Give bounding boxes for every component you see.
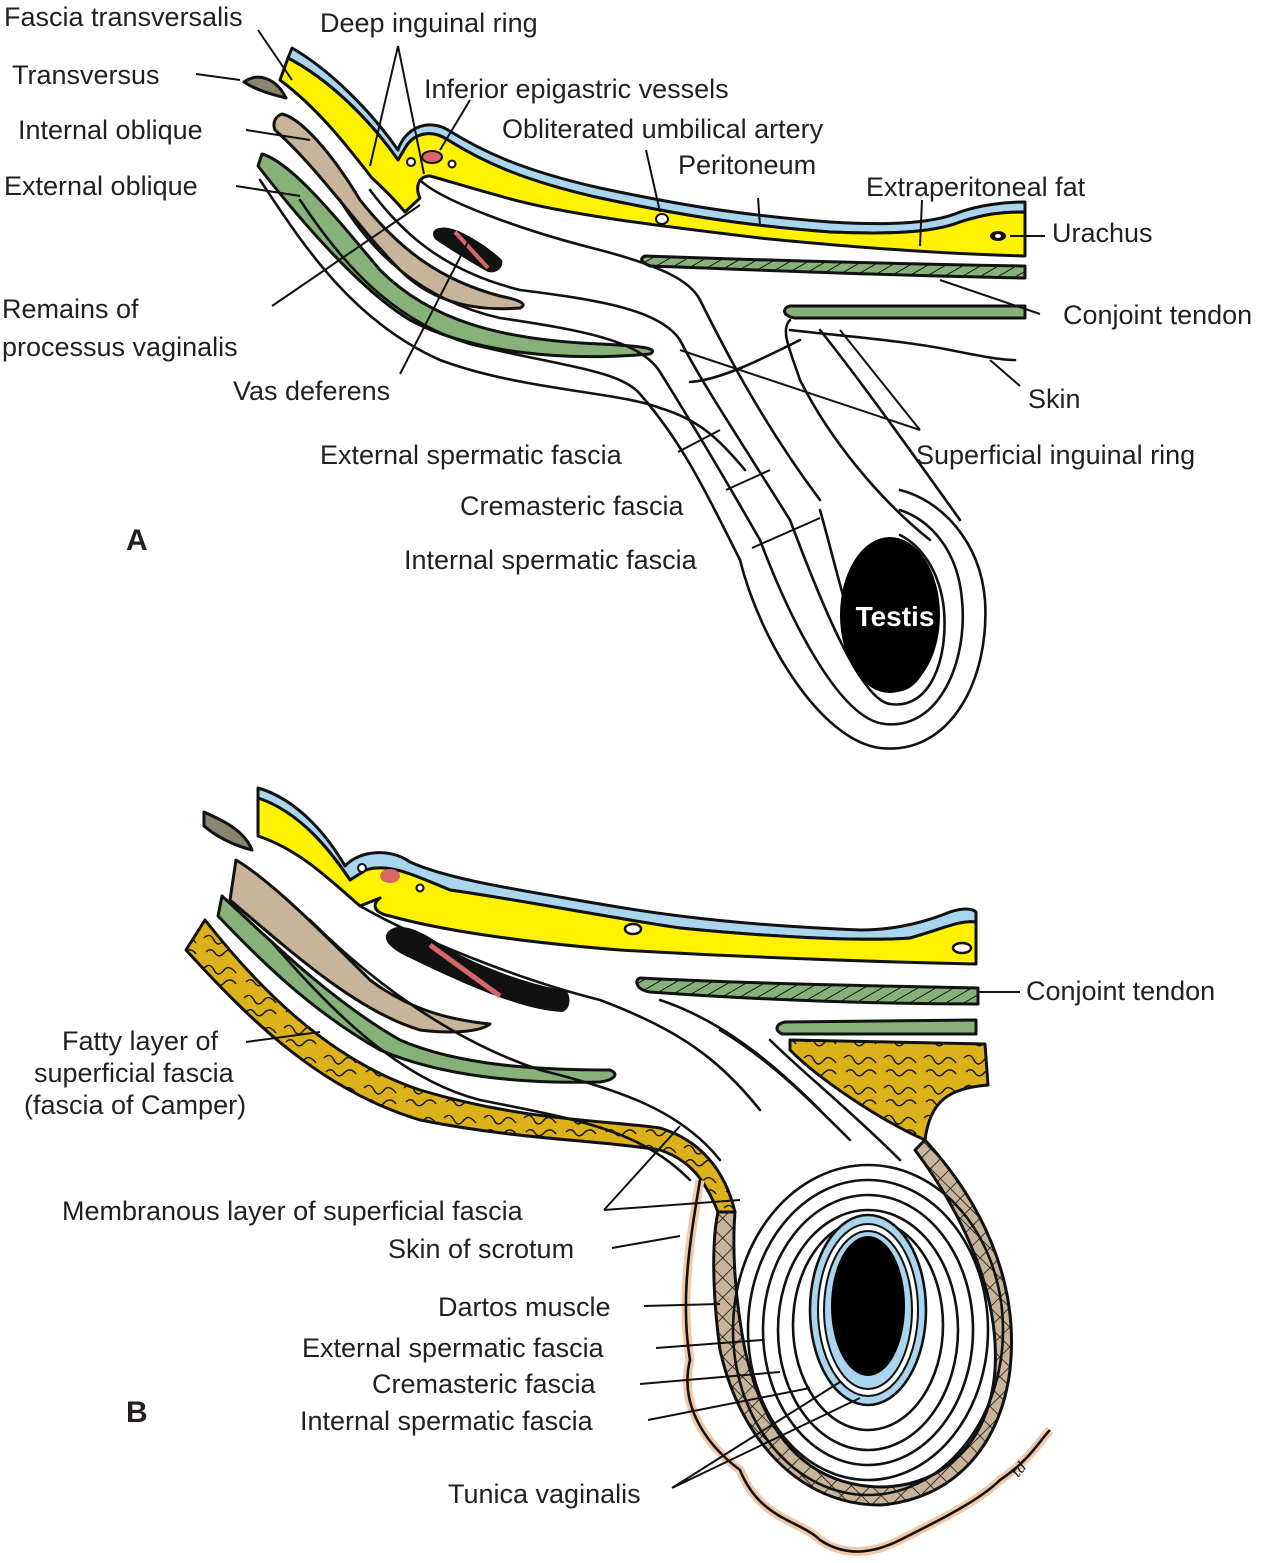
label-peritoneum: Peritoneum — [678, 150, 816, 180]
label-extraperitoneal-fat: Extraperitoneal fat — [866, 172, 1086, 202]
label-deep-inguinal-ring: Deep inguinal ring — [320, 8, 538, 38]
label-cremasteric-fascia-b: Cremasteric fascia — [372, 1369, 597, 1399]
transversus-muscle-b — [202, 810, 254, 852]
label-fatty-line2: superficial fascia — [34, 1058, 235, 1088]
label-transversus: Transversus — [12, 60, 160, 90]
label-inferior-epigastric-vessels: Inferior epigastric vessels — [424, 74, 729, 104]
label-remains-line2: processus vaginalis — [2, 332, 238, 362]
label-external-spermatic-fascia-b: External spermatic fascia — [302, 1333, 605, 1363]
label-fascia-transversalis: Fascia transversalis — [4, 2, 243, 32]
label-superficial-inguinal-ring: Superficial inguinal ring — [916, 440, 1195, 470]
inferior-epigastric-vessel-b — [380, 869, 400, 883]
testis-b — [831, 1236, 905, 1376]
label-fatty-line1: Fatty layer of — [62, 1026, 219, 1056]
label-cremasteric-fascia-a: Cremasteric fascia — [460, 491, 685, 521]
panel-letter-b: B — [126, 1396, 148, 1429]
panel-a-drawing: Testis Fascia transversalis Deep inguina… — [2, 2, 1252, 750]
label-dartos-muscle: Dartos muscle — [438, 1292, 611, 1322]
label-external-oblique: External oblique — [4, 171, 198, 201]
external-oblique-b — [216, 894, 617, 1084]
testis-a — [840, 537, 940, 693]
label-obliterated-umbilical-artery: Obliterated umbilical artery — [502, 114, 824, 144]
label-conjoint-tendon-a: Conjoint tendon — [1063, 300, 1252, 330]
external-oblique-aponeurosis-a — [783, 304, 1027, 320]
testis-label: Testis — [856, 601, 935, 632]
label-internal-spermatic-fascia-b: Internal spermatic fascia — [300, 1406, 594, 1436]
extraperitoneal-fat-b — [256, 796, 978, 966]
vas-deferens-a — [433, 227, 503, 273]
conjoint-tendon-a — [640, 254, 1027, 280]
label-external-spermatic-fascia-a: External spermatic fascia — [320, 440, 623, 470]
label-vas-deferens: Vas deferens — [233, 376, 390, 406]
label-urachus: Urachus — [1052, 218, 1153, 248]
panel-b-drawing: Conjoint tendon Fatty layer of superfici… — [24, 786, 1215, 1557]
leader-lines-a — [195, 29, 1045, 549]
label-membranous-layer: Membranous layer of superficial fascia — [62, 1196, 524, 1226]
obliterated-umbilical-artery-a — [655, 213, 669, 225]
fatty-layer-right-b — [788, 1038, 990, 1142]
internal-oblique-a — [272, 112, 525, 311]
leader-lines-b — [245, 991, 1020, 1489]
label-internal-oblique: Internal oblique — [18, 115, 203, 145]
spermatic-cord-lines-a — [258, 178, 1017, 562]
label-internal-spermatic-fascia-a: Internal spermatic fascia — [404, 545, 698, 575]
label-skin: Skin — [1028, 384, 1081, 414]
external-oblique-a — [256, 152, 654, 359]
label-remains-line1: Remains of — [2, 294, 139, 324]
spermatic-cord-lines-b — [268, 904, 902, 1182]
transversus-muscle-a — [242, 75, 288, 100]
external-oblique-aponeurosis-b — [775, 1018, 978, 1036]
panel-letter-a: A — [126, 524, 148, 557]
label-tunica-vaginalis: Tunica vaginalis — [448, 1479, 641, 1509]
label-conjoint-tendon-b: Conjoint tendon — [1026, 976, 1215, 1006]
inferior-epigastric-vessel-a — [421, 150, 443, 164]
label-skin-of-scrotum: Skin of scrotum — [388, 1234, 574, 1264]
label-fatty-line3: (fascia of Camper) — [24, 1090, 246, 1120]
conjoint-tendon-b — [635, 976, 980, 1006]
